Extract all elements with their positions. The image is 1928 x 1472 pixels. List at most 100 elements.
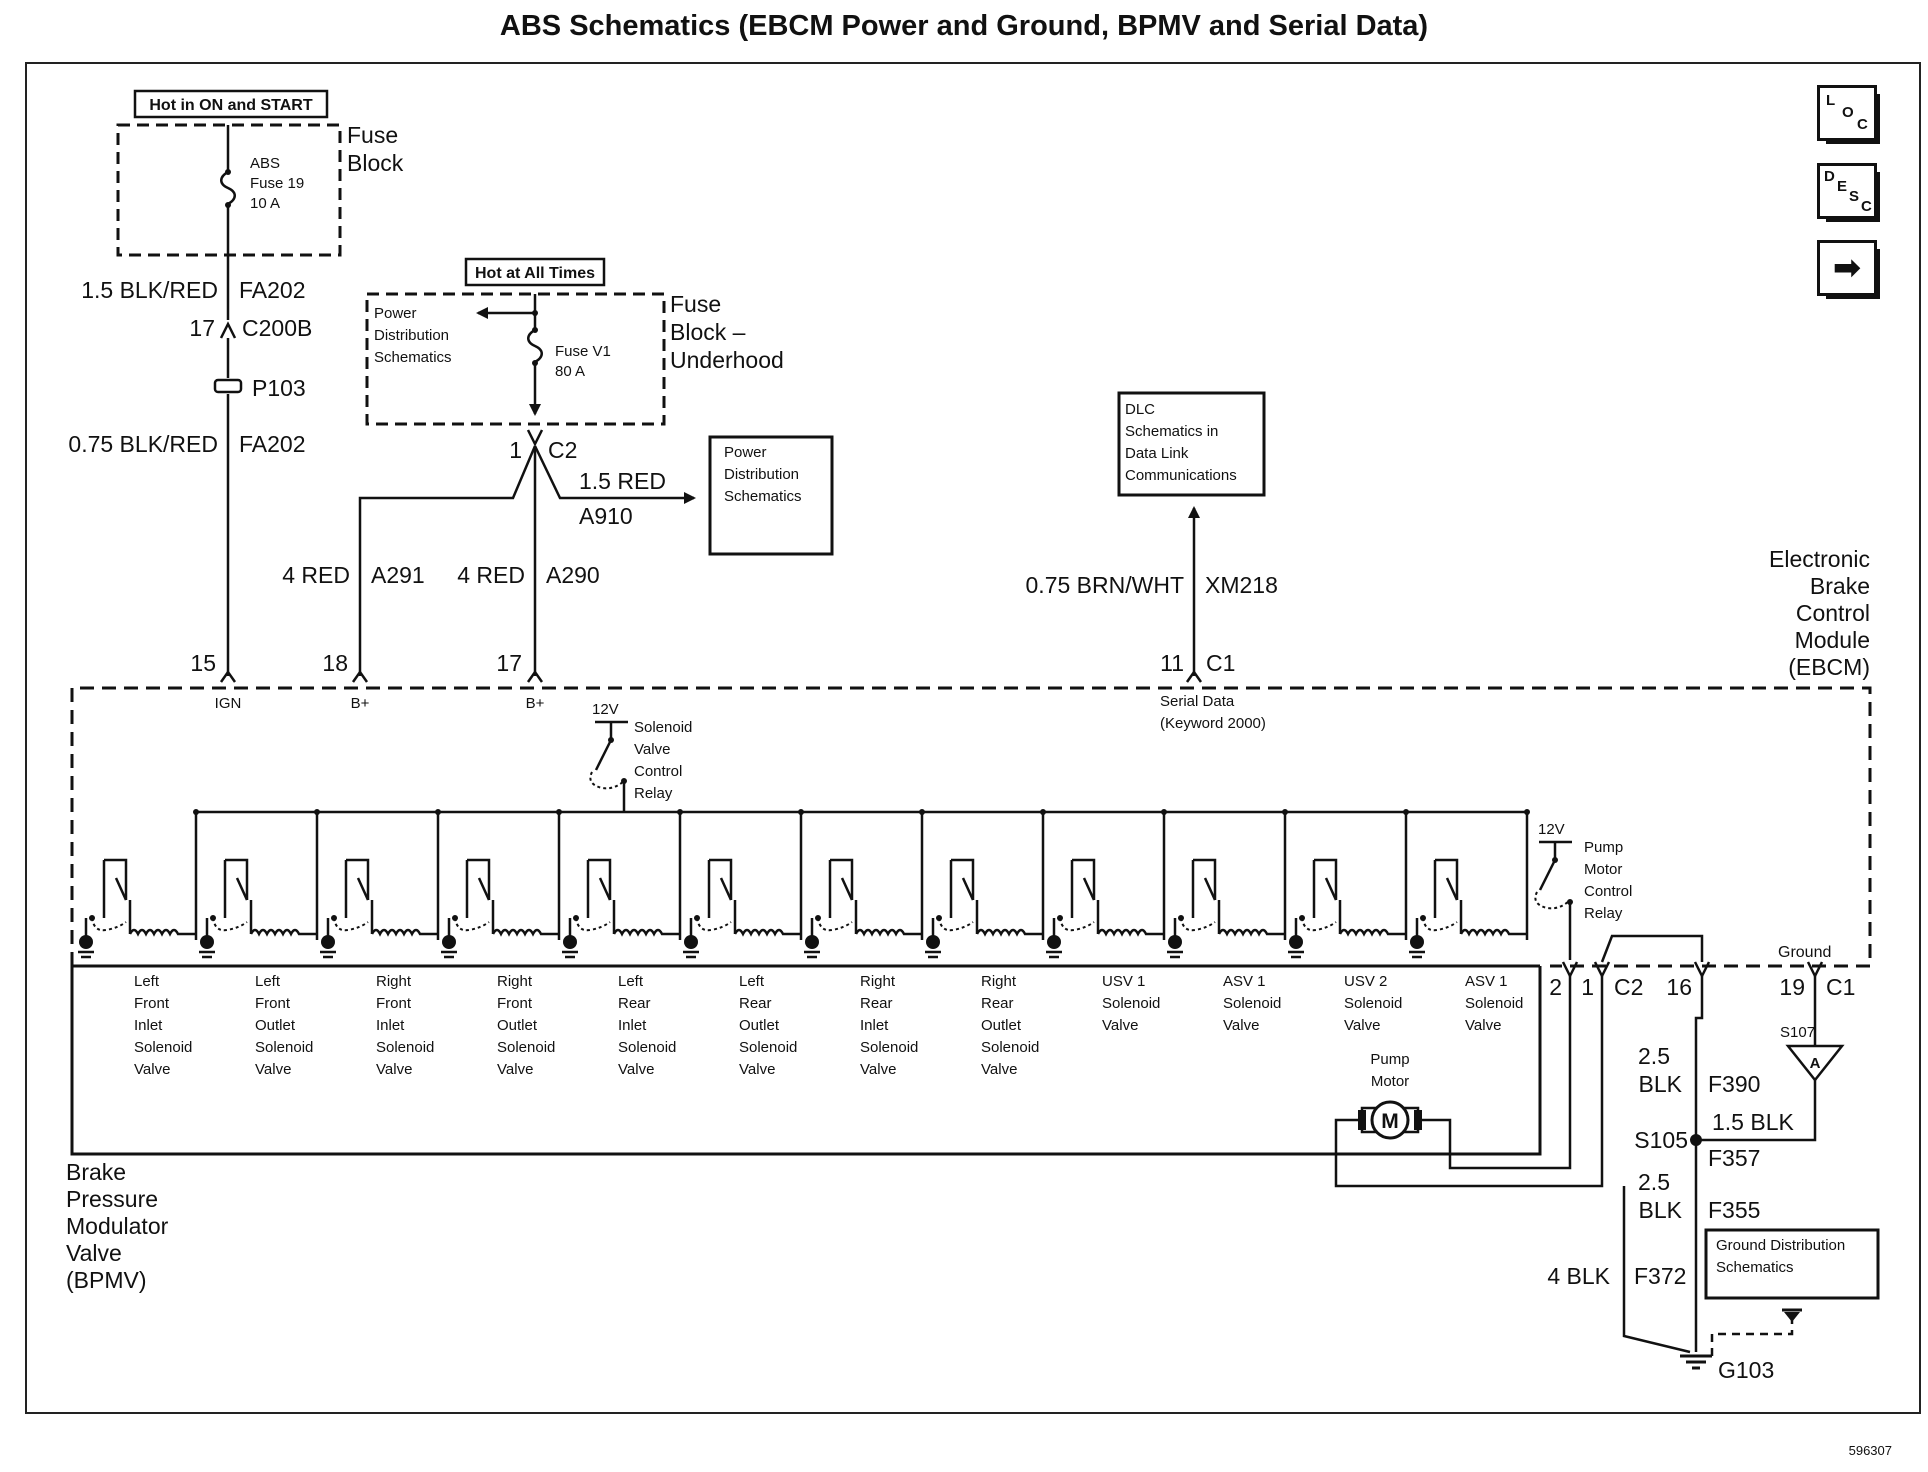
- valve-label-line: Rear: [739, 995, 772, 1012]
- ebcm-name-3: Control: [1796, 600, 1870, 626]
- bpmv-name-3: Modulator: [66, 1213, 169, 1239]
- solenoid-driver: [441, 809, 562, 959]
- ebcm-name-4: Module: [1795, 627, 1870, 653]
- valve-label-line: Solenoid: [1102, 995, 1160, 1012]
- valve-labels: LeftFrontInletSolenoidValveLeftFrontOutl…: [134, 973, 1523, 1078]
- motor-symbol: M: [1381, 1110, 1399, 1133]
- loc-letter-o: O: [1842, 104, 1854, 121]
- ebcm-pin-15: 15: [190, 650, 216, 676]
- dlc-line-2: Schematics in: [1125, 423, 1218, 440]
- ebcm-serial-2: (Keyword 2000): [1160, 715, 1266, 732]
- driver-switch-icon: [598, 877, 612, 901]
- solenoid-coil-icon: [1459, 928, 1527, 937]
- loc-letter-l: L: [1826, 92, 1836, 109]
- figure-id: 596307: [1848, 1443, 1892, 1458]
- solenoid-driver: [1167, 809, 1288, 959]
- valve-label-line: Inlet: [618, 1017, 647, 1034]
- f355-color: BLK: [1639, 1197, 1683, 1223]
- valve-label-line: Valve: [1344, 1017, 1380, 1034]
- loc-button[interactable]: L O C: [1817, 85, 1880, 144]
- ign-lower-circuit: FA202: [239, 431, 306, 457]
- ign-upper-circuit: FA202: [239, 277, 306, 303]
- abs-fuse-label-1: ABS: [250, 155, 280, 172]
- ground-icon: [442, 935, 456, 949]
- valve-relay-switch-icon: [594, 739, 613, 771]
- connector-c2-icon: [526, 429, 544, 447]
- solenoid-coil-icon: [128, 928, 196, 937]
- solenoid-driver: [562, 809, 683, 959]
- ebcm-lower-connectors: 2 1 C2 16 Ground 19 C1: [1549, 934, 1855, 1000]
- ground-icon: [805, 935, 819, 949]
- arrow-right-icon: ➡: [1832, 248, 1862, 288]
- valve-label-line: Valve: [497, 1061, 533, 1078]
- ground-pin-19: 19: [1779, 974, 1805, 1000]
- fuse-block: Hot in ON and START Fuse Block ABS Fuse …: [116, 89, 404, 257]
- valve-label-line: ASV 1: [1465, 973, 1508, 990]
- a291-circuit: A291: [371, 562, 425, 588]
- c2-pin-16: 16: [1666, 974, 1692, 1000]
- valve-label-line: Valve: [981, 1061, 1017, 1078]
- valve-label-line: Solenoid: [1344, 995, 1402, 1012]
- ground-label: Ground: [1778, 944, 1831, 961]
- pump-motor: Pump Motor M: [1334, 976, 1604, 1188]
- s105-label: S105: [1634, 1127, 1688, 1153]
- valve-label-line: Solenoid: [255, 1039, 313, 1056]
- valve-relay-line-3: Control: [634, 763, 682, 780]
- valve-label-line: Rear: [860, 995, 893, 1012]
- solenoid-coil-icon: [491, 928, 559, 937]
- f390-color: BLK: [1639, 1071, 1683, 1097]
- gnd-dist-line-2: Schematics: [1716, 1259, 1794, 1276]
- driver-switch-icon: [235, 877, 249, 901]
- solenoid-coil-icon: [1217, 928, 1285, 937]
- a910-wire: 1.5 RED: [579, 468, 666, 494]
- a910-circuit: A910: [579, 503, 633, 529]
- valve-label-line: Solenoid: [981, 1039, 1039, 1056]
- valve-relay-voltage: 12V: [592, 701, 619, 718]
- c2-pin: 1: [509, 437, 522, 463]
- solenoid-coil-icon: [975, 928, 1043, 937]
- driver-switch-icon: [1445, 877, 1459, 901]
- desc-button[interactable]: D E S C: [1817, 163, 1880, 222]
- valve-label-line: Rear: [618, 995, 651, 1012]
- ebcm-pin-11: 11: [1160, 650, 1184, 676]
- valve-label-line: Valve: [739, 1061, 775, 1078]
- ground-icon: [1168, 935, 1182, 949]
- valve-label-line: Valve: [376, 1061, 412, 1078]
- solenoid-driver: [320, 809, 441, 959]
- bpmv-name-5: (BPMV): [66, 1267, 147, 1293]
- driver-switch-icon: [719, 877, 733, 901]
- pd-box-line-2: Distribution: [724, 466, 799, 483]
- ebcm-pin-18: 18: [322, 650, 348, 676]
- pump-relay-line-2: Motor: [1584, 861, 1622, 878]
- abs-fuse-label-3: 10 A: [250, 195, 280, 212]
- motor-icon: [1370, 1100, 1410, 1140]
- desc-letter-s: S: [1849, 188, 1860, 205]
- fuse-v1-label-1: Fuse V1: [555, 343, 611, 360]
- valve-label-line: Valve: [255, 1061, 291, 1078]
- c200b-name: C200B: [242, 315, 312, 341]
- desc-letter-c: C: [1861, 198, 1872, 215]
- f357-circuit: F357: [1708, 1145, 1760, 1171]
- c2-lower-name: C2: [1614, 974, 1643, 1000]
- dlc-line-4: Communications: [1125, 467, 1237, 484]
- underhood-pd-3: Schematics: [374, 349, 452, 366]
- ebcm-module: Electronic Brake Control Module (EBCM) 1…: [70, 546, 1872, 968]
- valve-label-line: Outlet: [981, 1017, 1022, 1034]
- ign-lower-wire: 0.75 BLK/RED: [68, 431, 218, 457]
- f355-gauge: 2.5: [1638, 1169, 1670, 1195]
- solenoid-coil-icon: [733, 928, 801, 937]
- valve-label-line: Solenoid: [618, 1039, 676, 1056]
- ebcm-pin-17: 17: [496, 650, 522, 676]
- ebcm-bplus-1: B+: [351, 695, 370, 712]
- fuse-block-name-1: Fuse: [347, 122, 398, 148]
- driver-switch-icon: [1082, 877, 1096, 901]
- fuse-v1-icon: [527, 328, 543, 364]
- ebcm-bplus-2: B+: [526, 695, 545, 712]
- valve-relay-line-1: Solenoid: [634, 719, 692, 736]
- solenoid-driver: [199, 809, 320, 959]
- next-button[interactable]: ➡: [1817, 240, 1880, 299]
- s107-name: S107: [1780, 1024, 1815, 1041]
- ground-icon: [1410, 935, 1424, 949]
- valve-label-line: Solenoid: [376, 1039, 434, 1056]
